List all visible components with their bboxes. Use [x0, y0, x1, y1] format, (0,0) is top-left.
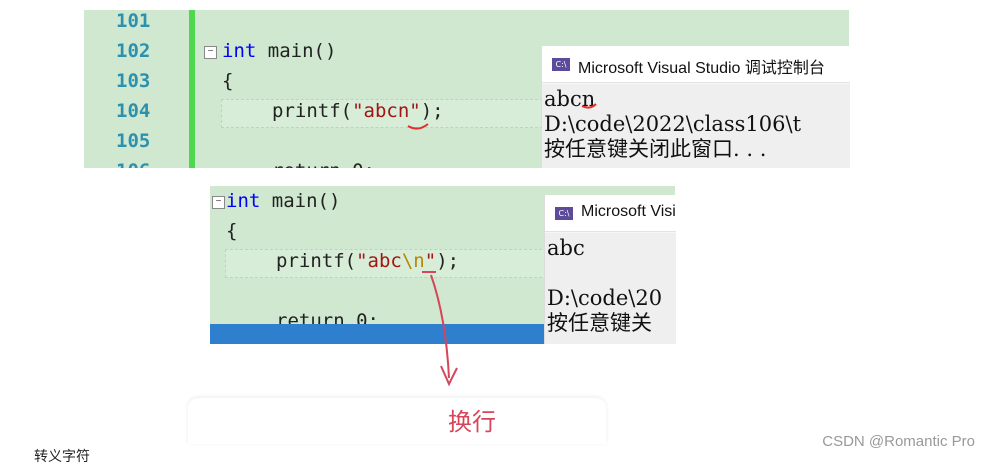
current-line-highlight — [221, 99, 553, 128]
code-line-main: int main() — [226, 186, 340, 216]
console-line: 按任意键关 — [547, 311, 652, 335]
line-number: 106 — [116, 156, 176, 168]
annotation-label: 换行 — [448, 408, 496, 436]
line-number: 102 — [116, 40, 151, 62]
printf-call: printf( — [276, 250, 357, 272]
underline-mark-top-code — [407, 123, 429, 130]
section-heading-partial: 转义字符 — [34, 448, 90, 464]
escape-sequence: \n — [401, 250, 425, 272]
function-main: main() — [260, 190, 341, 212]
console-app-icon: C:\ — [552, 58, 570, 71]
console-line: 按任意键关闭此窗口. . . — [544, 137, 767, 161]
collapse-toggle-icon[interactable]: − — [204, 46, 217, 59]
line-number: 104 — [116, 100, 151, 122]
console-line: D:\code\20 — [547, 286, 663, 310]
line-number: 105 — [116, 130, 151, 152]
string-literal: "abcn" — [352, 100, 421, 122]
function-main: main() — [256, 40, 337, 62]
keyword-int: int — [222, 40, 257, 62]
line-number: 101 — [116, 10, 151, 32]
printf-close: ); — [420, 100, 444, 122]
debug-console-window-bottom[interactable]: C:\ Microsoft Visi abc D:\code\20 按任意键关 — [544, 195, 676, 344]
change-indicator-bar — [189, 10, 195, 168]
line-number-gutter: 101 102 103 104 105 106 — [84, 10, 188, 168]
collapse-toggle-icon[interactable]: − — [212, 196, 225, 209]
code-line-brace: { — [226, 220, 238, 242]
console-line: D:\code\2022\class106\t — [544, 112, 802, 136]
code-line-main: int main() — [222, 36, 336, 66]
arrow-head-icon — [440, 365, 458, 387]
console-title: Microsoft Visual Studio 调试控制台 — [578, 60, 825, 77]
console-title-bar[interactable]: C:\ Microsoft Visual Studio 调试控制台 — [542, 46, 850, 83]
line-number: 103 — [116, 70, 151, 92]
current-line-highlight — [225, 249, 547, 278]
keyword-int: int — [226, 190, 261, 212]
underline-mark-console — [581, 103, 597, 109]
arrow-line — [430, 274, 450, 379]
console-title: Microsoft Visi — [581, 203, 676, 220]
code-line-printf: printf("abc\n"); — [276, 246, 459, 276]
status-bar — [210, 324, 544, 344]
printf-close: ); — [436, 250, 460, 272]
string-literal-end: " — [424, 250, 437, 272]
code-line-return: return 0; — [272, 156, 375, 168]
console-output: abc D:\code\20 按任意键关 — [545, 233, 676, 344]
code-line-brace: { — [222, 70, 234, 92]
console-title-bar[interactable]: C:\ Microsoft Visi — [545, 195, 676, 232]
console-line: abc — [547, 236, 585, 260]
watermark: CSDN @Romantic Pro — [822, 433, 975, 450]
printf-call: printf( — [272, 100, 353, 122]
string-literal: "abc — [356, 250, 402, 272]
annotation-card — [188, 398, 606, 444]
console-app-icon: C:\ — [555, 207, 573, 220]
console-output: abcn D:\code\2022\class106\t 按任意键关闭此窗口. … — [542, 84, 850, 168]
code-line-printf: printf("abcn"); — [272, 96, 444, 126]
